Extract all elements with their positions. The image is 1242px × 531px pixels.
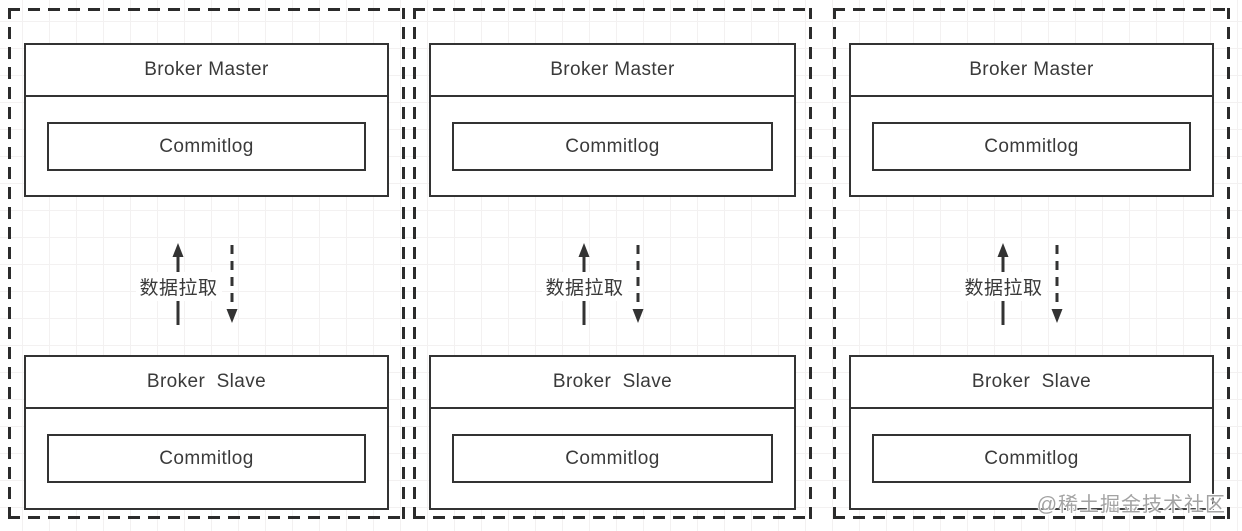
broker-master-title: Broker Master bbox=[26, 45, 387, 97]
broker-slave-title: Broker Slave bbox=[431, 357, 794, 409]
broker-slave-body: Commitlog bbox=[431, 434, 794, 483]
broker-slave-title: Broker Slave bbox=[26, 357, 387, 409]
broker-slave-body: Commitlog bbox=[26, 434, 387, 483]
replication-panel-1: Broker Master Commitlog 数据拉取 Broker Slav… bbox=[8, 8, 405, 519]
data-push-down-arrow-icon bbox=[1051, 245, 1062, 323]
broker-slave-title: Broker Slave bbox=[851, 357, 1212, 409]
broker-master-node: Broker Master Commitlog bbox=[849, 43, 1214, 197]
slave-commitlog-box: Commitlog bbox=[452, 434, 773, 483]
broker-slave-node: Broker Slave Commitlog bbox=[429, 355, 796, 510]
data-push-down-arrow-icon bbox=[226, 245, 237, 323]
broker-master-body: Commitlog bbox=[851, 122, 1212, 171]
broker-slave-node: Broker Slave Commitlog bbox=[849, 355, 1214, 510]
master-commitlog-box: Commitlog bbox=[452, 122, 773, 171]
broker-master-node: Broker Master Commitlog bbox=[429, 43, 796, 197]
replication-panel-3: Broker Master Commitlog 数据拉取 Broker Slav… bbox=[833, 8, 1230, 519]
broker-master-body: Commitlog bbox=[431, 122, 794, 171]
data-pull-label: 数据拉取 bbox=[960, 272, 1047, 301]
broker-master-body: Commitlog bbox=[26, 122, 387, 171]
broker-slave-node: Broker Slave Commitlog bbox=[24, 355, 389, 510]
broker-master-title: Broker Master bbox=[431, 45, 794, 97]
replication-arrows: 数据拉取 bbox=[960, 237, 1092, 325]
broker-slave-body: Commitlog bbox=[851, 434, 1212, 483]
data-push-down-arrow-icon bbox=[632, 245, 643, 323]
juejin-watermark: @稀土掘金技术社区 bbox=[1036, 494, 1226, 516]
master-commitlog-box: Commitlog bbox=[872, 122, 1191, 171]
slave-commitlog-box: Commitlog bbox=[47, 434, 366, 483]
broker-master-title: Broker Master bbox=[851, 45, 1212, 97]
data-pull-label: 数据拉取 bbox=[135, 272, 222, 301]
replication-panel-2: Broker Master Commitlog 数据拉取 Broker Slav… bbox=[413, 8, 812, 519]
broker-master-node: Broker Master Commitlog bbox=[24, 43, 389, 197]
data-pull-label: 数据拉取 bbox=[541, 272, 628, 301]
replication-arrows: 数据拉取 bbox=[541, 237, 673, 325]
master-commitlog-box: Commitlog bbox=[47, 122, 366, 171]
slave-commitlog-box: Commitlog bbox=[872, 434, 1191, 483]
replication-arrows: 数据拉取 bbox=[135, 237, 267, 325]
